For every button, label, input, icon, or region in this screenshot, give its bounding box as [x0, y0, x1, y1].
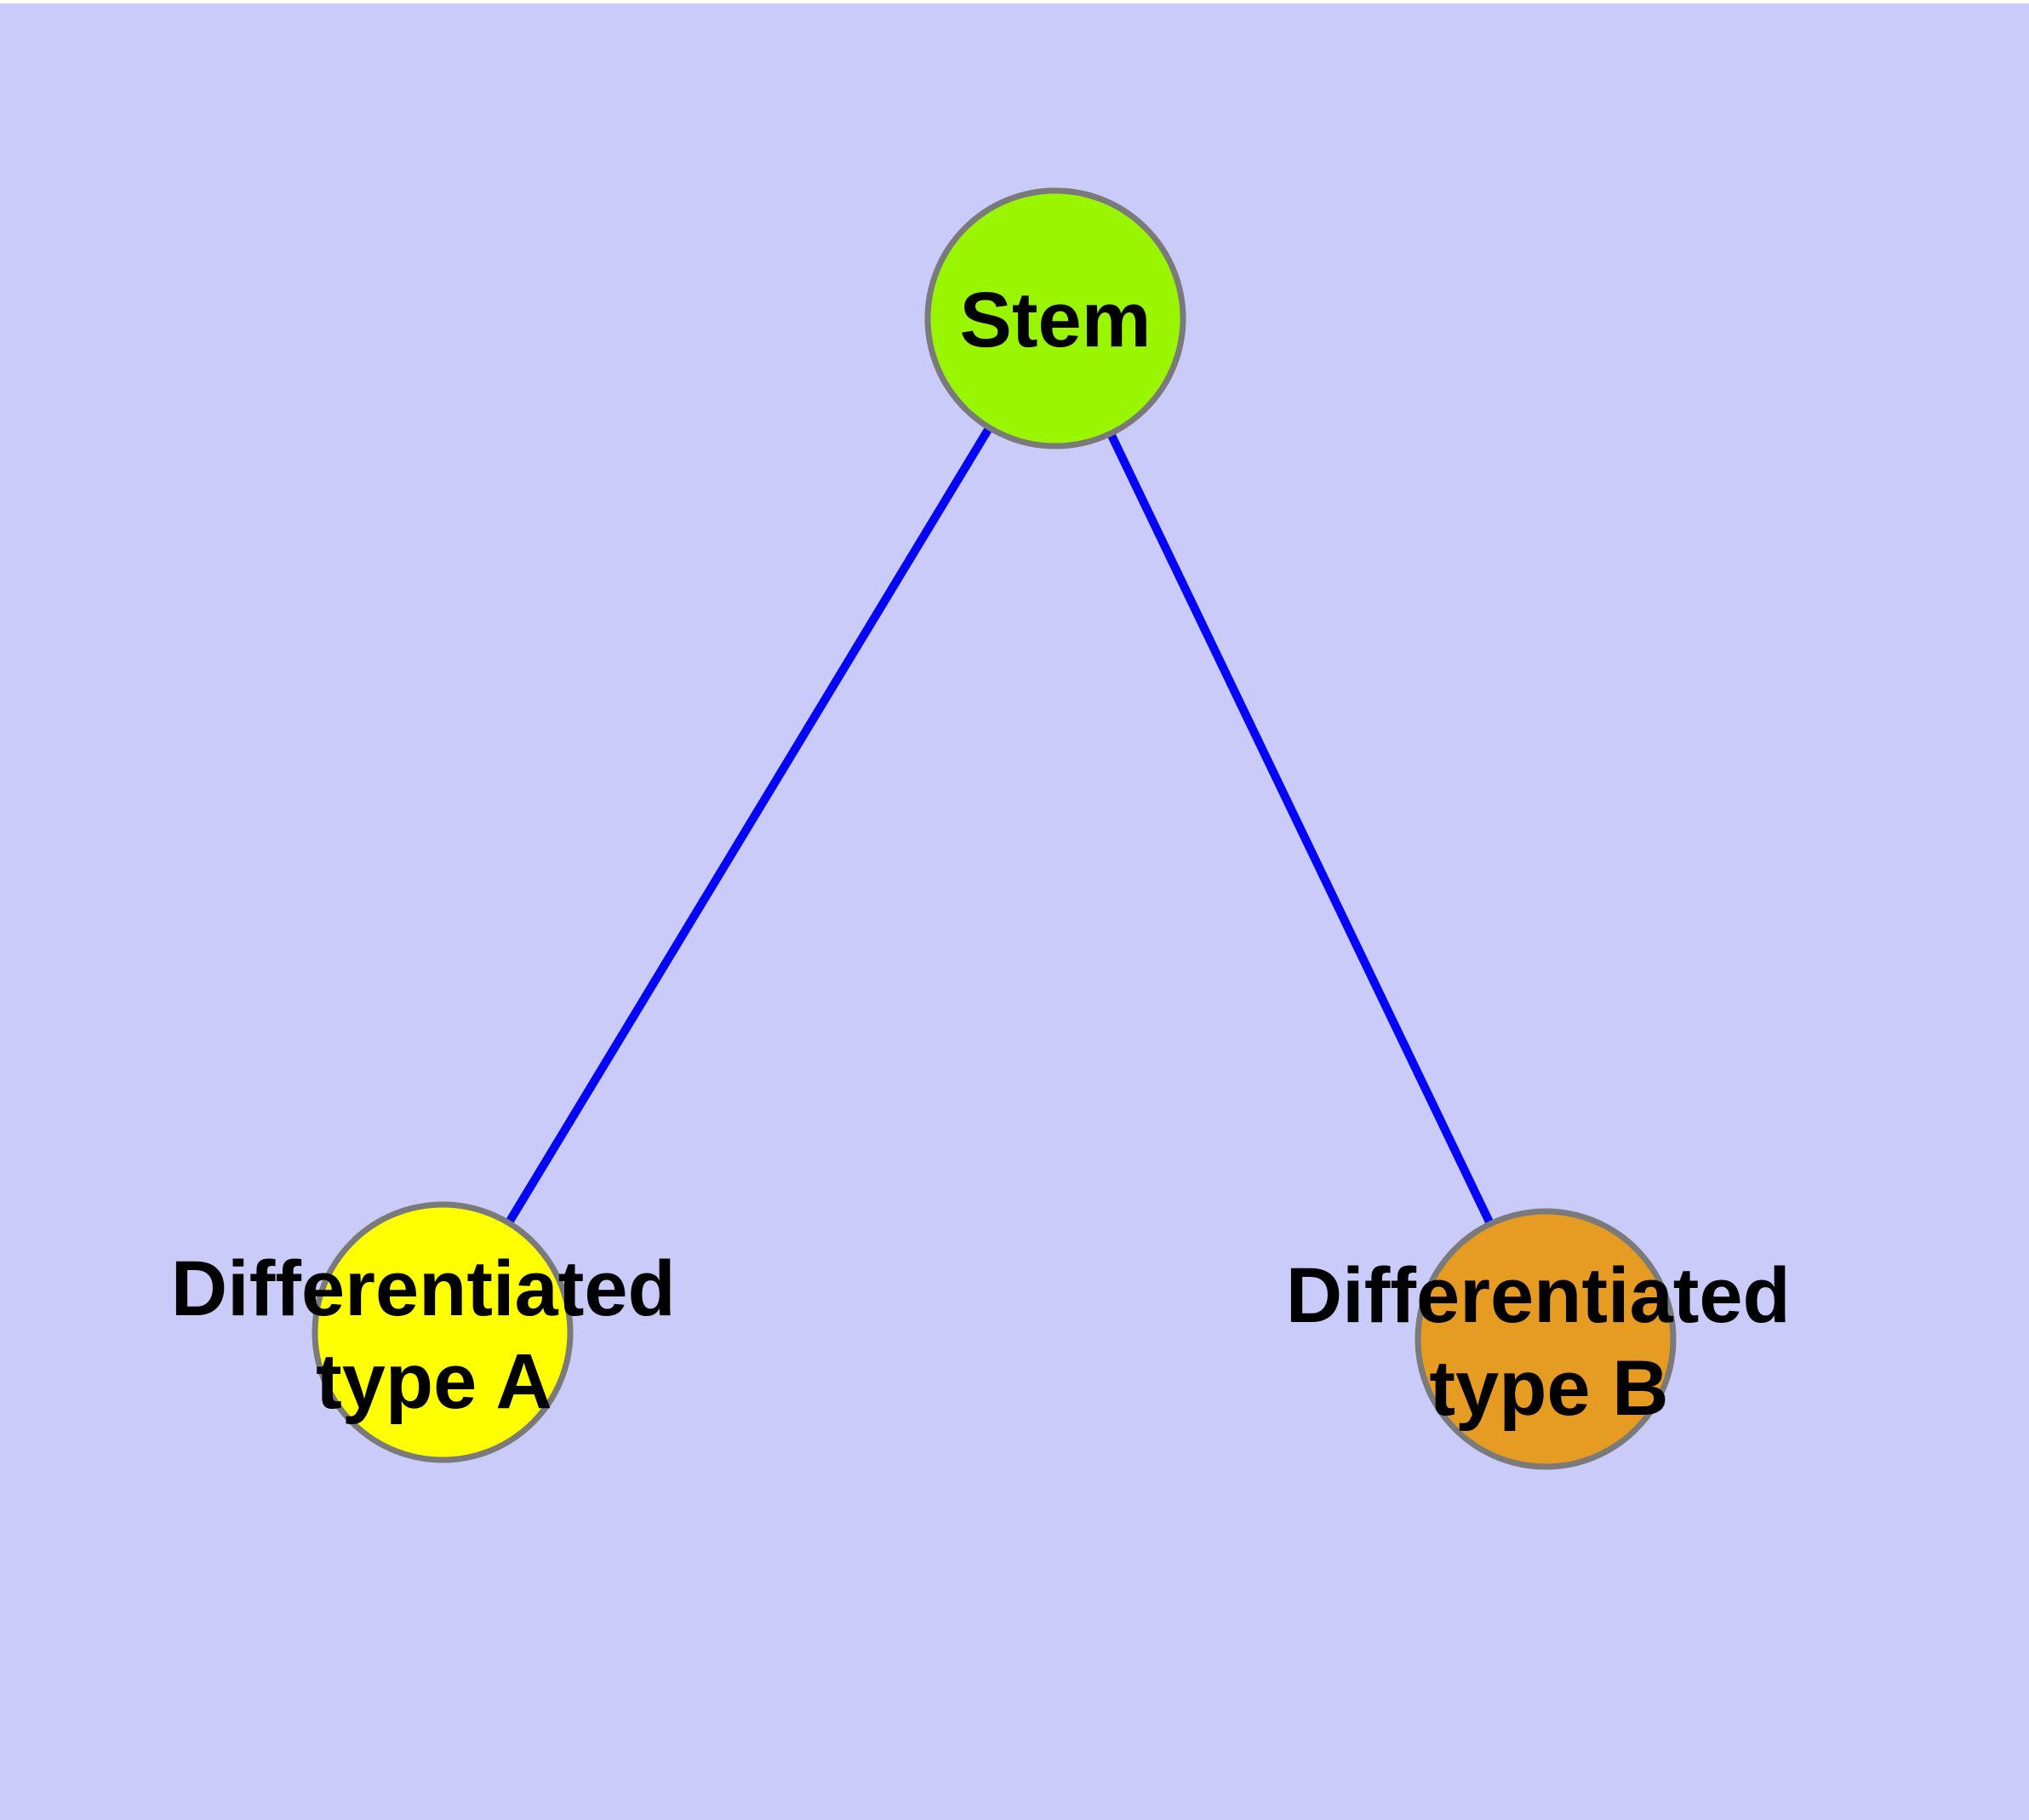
- node-type-a: [311, 1201, 574, 1463]
- node-type-b-label-line1: Differentiated: [1286, 1252, 1791, 1339]
- node-stem-label: Stem: [960, 277, 1152, 363]
- node-type-a-label-line1: Differentiated: [171, 1245, 676, 1332]
- node-type-b-label: Differentiated type B: [1286, 1252, 1813, 1432]
- node-stem: [924, 187, 1186, 449]
- node-type-a-label-line2: type A: [316, 1338, 552, 1425]
- edge-stem-to-type-b: [1051, 316, 1550, 1342]
- node-type-a-label: Differentiated type A: [171, 1245, 698, 1425]
- node-type-b-label-line2: type B: [1429, 1345, 1668, 1432]
- node-type-b: [1415, 1208, 1677, 1470]
- edge-stem-to-type-a: [438, 316, 1060, 1335]
